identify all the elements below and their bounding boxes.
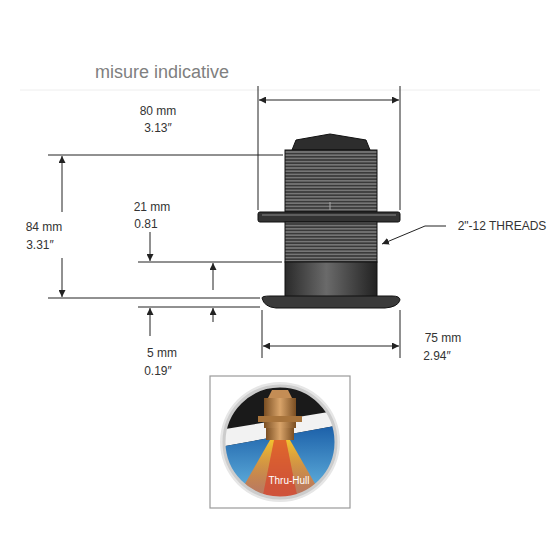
dimension-inch: 3.31″ — [26, 238, 54, 252]
inset-caption: Thru-Hull — [268, 475, 309, 487]
transducer-body — [258, 134, 400, 308]
dimension-value: 84 mm — [26, 220, 63, 234]
dimension-value: 5 mm — [147, 346, 177, 360]
dimension-value: 80 mm — [140, 104, 177, 118]
thread-callout: 2"-12 THREADS — [458, 219, 547, 233]
dimension-lines — [48, 86, 446, 358]
dimension-inch: 0.81 — [134, 217, 157, 231]
title-rule — [20, 90, 540, 91]
dimension-inch: 2.94″ — [423, 349, 451, 363]
dimension-value: 21 mm — [134, 200, 171, 214]
dimension-inch: 3.13″ — [144, 121, 172, 135]
dimension-value: 75 mm — [425, 331, 462, 345]
dimension-inch: 0.19″ — [144, 364, 172, 378]
page-title: misure indicative — [95, 62, 229, 84]
thru-hull-inset — [210, 376, 350, 510]
